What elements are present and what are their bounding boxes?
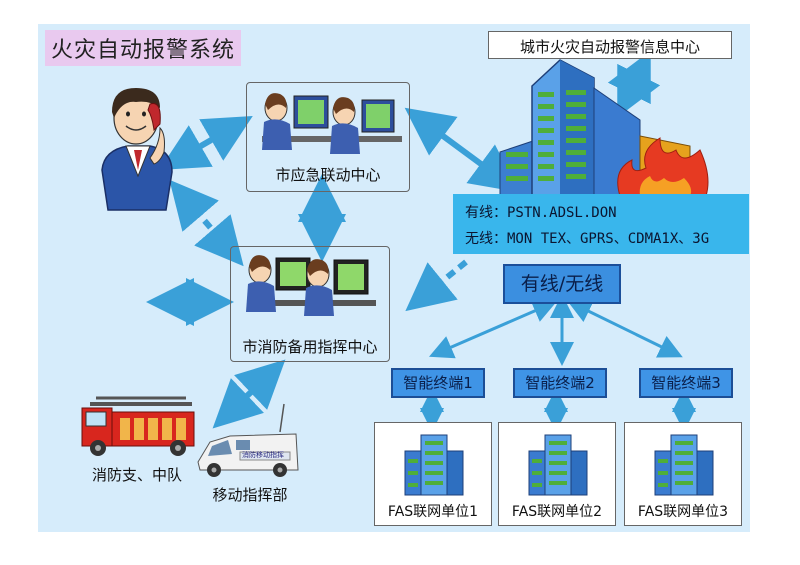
arrow-net-term1 — [428, 299, 558, 359]
arrow-person-backup — [169, 179, 244, 267]
operator-workstation-icon — [246, 255, 376, 316]
arrow-backup-mobile — [212, 359, 286, 429]
command-van-icon — [197, 403, 299, 477]
building-icon — [654, 434, 714, 496]
fas-unit-2[interactable]: FAS联网单位2 — [498, 422, 616, 526]
wired-info: 有线：PSTN.ADSL.DON — [465, 205, 617, 221]
connection-arrows — [146, 50, 661, 429]
wireless-info: 无线：MON TEX、GPRS、CDMA1X、3G — [465, 231, 710, 247]
fire-brigade-label: 消防支、中队 — [91, 466, 182, 484]
city-center-label: 城市火灾自动报警信息中心 — [519, 38, 700, 56]
fas-unit-2-label: FAS联网单位2 — [511, 504, 603, 520]
mobile-command-label: 移动指挥部 — [212, 486, 288, 504]
city-center-node[interactable]: 城市火灾自动报警信息中心 — [488, 31, 732, 59]
operator-workstation-icon — [262, 93, 402, 154]
arrow-person-emergency — [159, 116, 253, 170]
emergency-center-node[interactable]: 市应急联动中心 — [246, 82, 410, 192]
person-phone-icon — [101, 88, 173, 211]
terminal-2[interactable]: 智能终端2 — [513, 368, 607, 398]
arrow-network-backup — [405, 259, 468, 312]
terminal-3[interactable]: 智能终端3 — [639, 368, 733, 398]
building-icon — [404, 434, 464, 496]
terminal-1[interactable]: 智能终端1 — [391, 368, 485, 398]
fas-unit-1-label: FAS联网单位1 — [387, 504, 479, 520]
network-info-panel: 有线：PSTN.ADSL.DON 无线：MON TEX、GPRS、CDMA1X、… — [453, 194, 749, 254]
van-text: 消防移动指挥 — [242, 451, 284, 459]
arrow-emergency-city — [404, 107, 520, 193]
fas-unit-3[interactable]: FAS联网单位3 — [624, 422, 742, 526]
fire-icon — [617, 137, 709, 197]
emergency-center-label: 市应急联动中心 — [275, 166, 381, 184]
arrow-net-term3 — [567, 300, 683, 358]
arrow-city-label — [607, 50, 661, 118]
fire-truck-icon — [81, 396, 195, 456]
network-arrows — [420, 294, 696, 432]
backup-center-node[interactable]: 市消防备用指挥中心 — [230, 246, 390, 362]
building-icon — [528, 434, 588, 496]
fas-unit-1[interactable]: FAS联网单位1 — [374, 422, 492, 526]
page-title: 火灾自动报警系统 — [45, 30, 242, 66]
fas-unit-3-label: FAS联网单位3 — [637, 504, 729, 520]
backup-center-label: 市消防备用指挥中心 — [242, 338, 378, 356]
network-node[interactable]: 有线/无线 — [503, 264, 621, 304]
